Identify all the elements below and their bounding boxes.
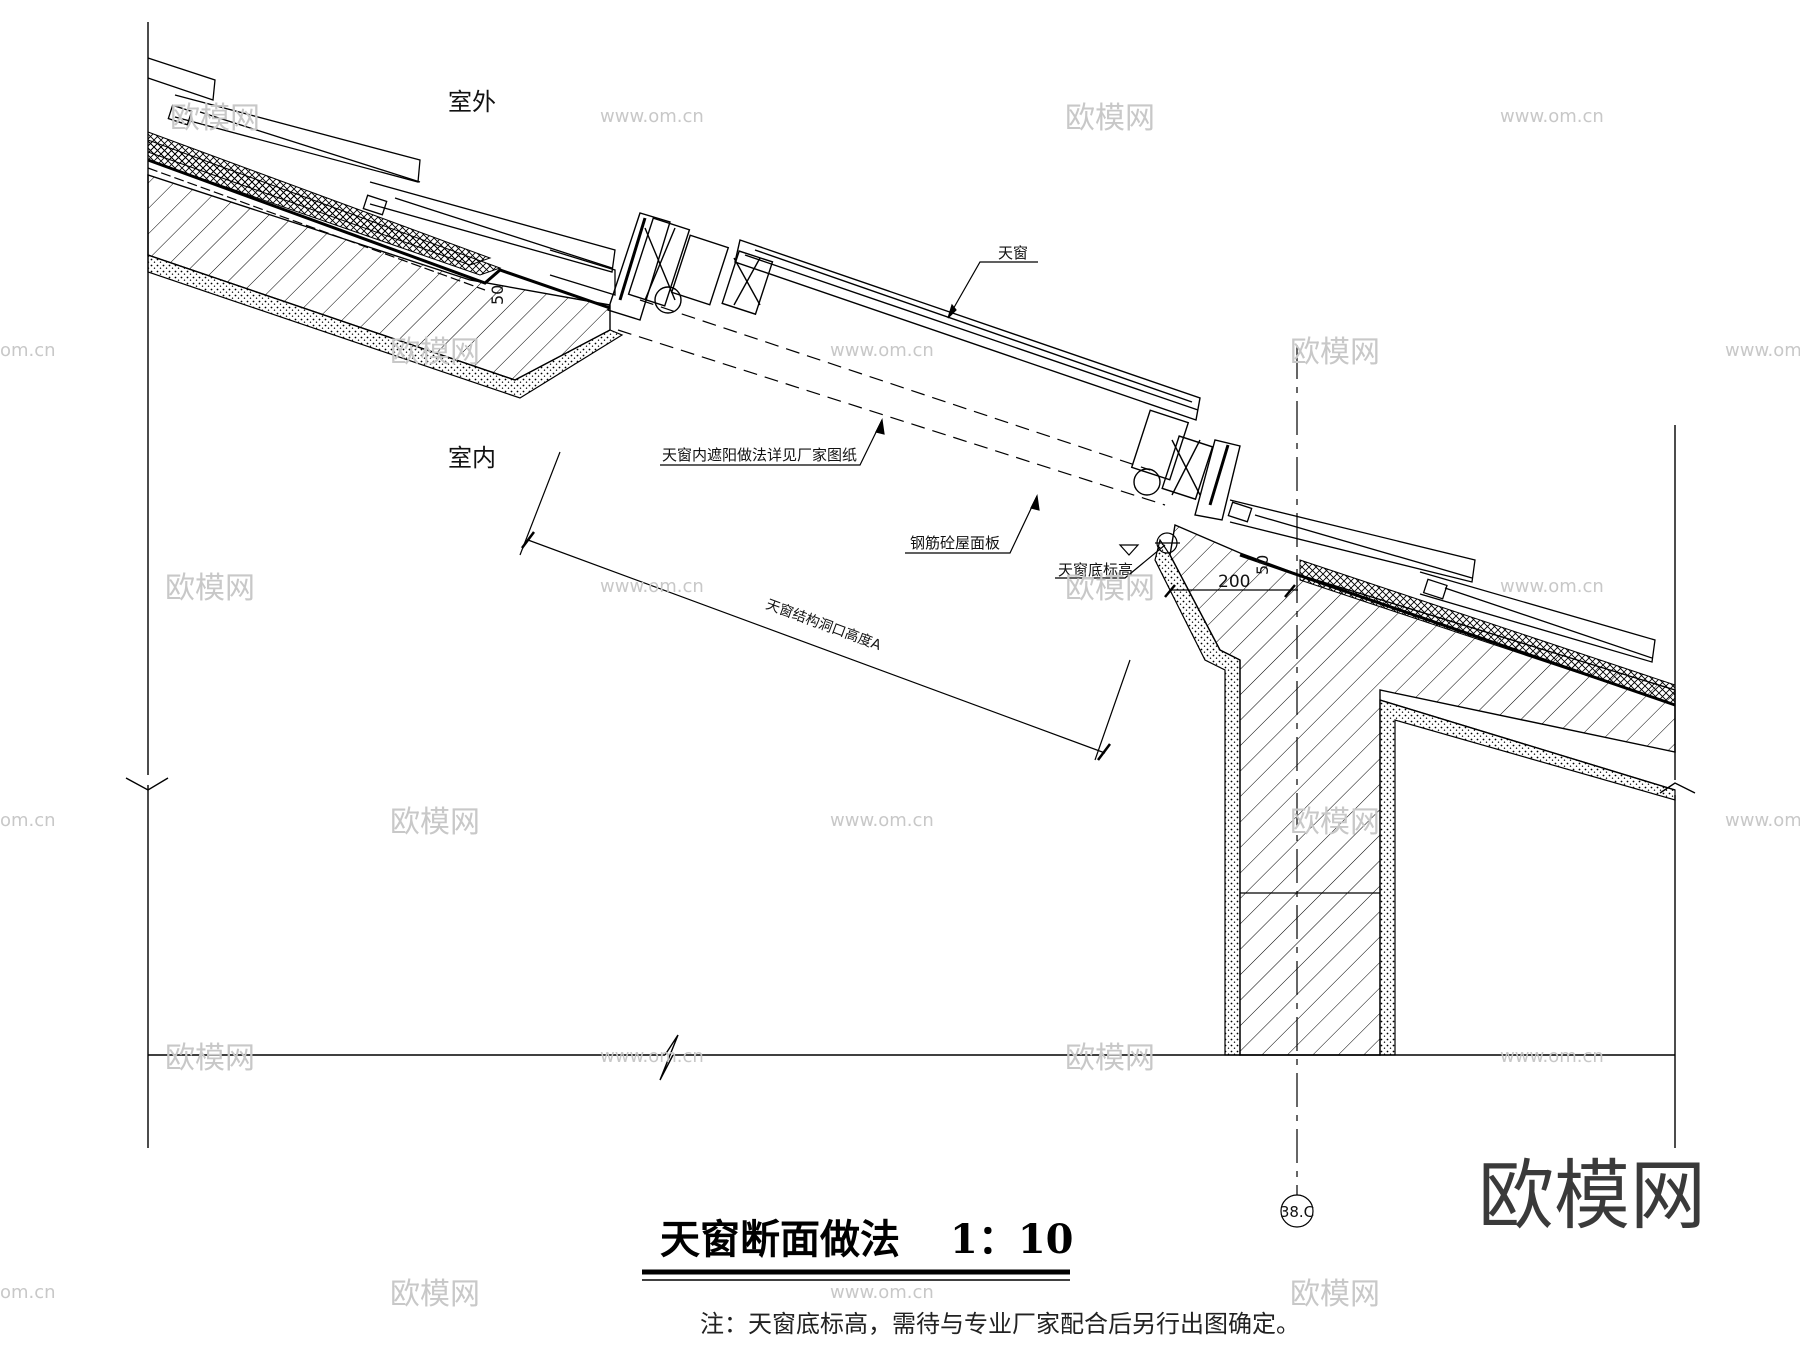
watermark-url: www.om.cn [830, 1282, 934, 1303]
dashed-slab-lines [617, 299, 1166, 506]
watermark-partial-url: om.cn [0, 1282, 56, 1303]
watermark-brand-large: 欧模网 [1478, 1151, 1706, 1240]
label-axis-tag: 38.C [1280, 1203, 1314, 1221]
watermark-partial-url: om.cn [0, 340, 56, 361]
watermark-brand: 欧模网 [390, 335, 480, 370]
axis-line [1280, 345, 1314, 1228]
opening-dimension [519, 451, 1131, 761]
label-skylight: 天窗 [998, 244, 1028, 262]
label-dim-50-left: 50 [488, 285, 507, 305]
watermark-url: www.om.cn [830, 340, 934, 361]
watermark-partial-url: om.cn [0, 810, 56, 831]
watermark-brand: 欧模网 [390, 805, 480, 840]
watermark-brand: 欧模网 [390, 1277, 480, 1312]
watermark-brand: 欧模网 [165, 571, 255, 606]
watermark-brand: 欧模网 [170, 101, 260, 136]
drawing-note: 注：天窗底标高，需待与专业厂家配合后另行出图确定。 [700, 1310, 1300, 1338]
watermark-url: www.om.cn [600, 106, 704, 127]
watermark-url: www.om.cn [1725, 810, 1800, 831]
title-block: 天窗断面做法 1：10 注：天窗底标高，需待与专业厂家配合后另行出图确定。 [642, 1216, 1300, 1338]
label-skylight-bottom-elevation: 天窗底标高 [1058, 561, 1133, 579]
right-roof-section [1154, 499, 1676, 1056]
left-roof-section [147, 57, 624, 399]
label-outdoor: 室外 [448, 88, 496, 116]
label-dim-200: 200 [1218, 572, 1250, 592]
watermark-brand: 欧模网 [165, 1041, 255, 1076]
frame-lines [125, 22, 1696, 1148]
watermark-url: www.om.cn [830, 810, 934, 831]
label-indoor: 室内 [448, 444, 496, 472]
watermark-brand: 欧模网 [1065, 1041, 1155, 1076]
watermark-brand: 欧模网 [1290, 335, 1380, 370]
label-dim-50-right: 50 [1253, 555, 1272, 575]
watermark-url: www.om.cn [1500, 576, 1604, 597]
watermark-url: www.om.cn [1725, 340, 1800, 361]
watermark-url: www.om.cn [1500, 106, 1604, 127]
watermarks: 欧模网 www.om.cn 欧模网 www.om.cn om.cn 欧模网 ww… [0, 101, 1800, 1312]
drawing-scale: 1：10 [950, 1216, 1074, 1263]
watermark-url: www.om.cn [600, 576, 704, 597]
watermark-brand: 欧模网 [1065, 101, 1155, 136]
watermark-brand: 欧模网 [1065, 571, 1155, 606]
watermark-url: www.om.cn [1500, 1046, 1604, 1067]
drawing-title: 天窗断面做法 [660, 1216, 900, 1263]
watermark-brand: 欧模网 [1290, 805, 1380, 840]
label-rc-roof-slab: 钢筋砼屋面板 [910, 534, 1000, 552]
leader-lines [660, 261, 1298, 598]
watermark-brand: 欧模网 [1290, 1277, 1380, 1312]
watermark-url: www.om.cn [600, 1046, 704, 1067]
skylight-assembly [607, 212, 1241, 521]
label-opening-height: 天窗结构洞口高度A [764, 596, 884, 654]
label-sunshade-note: 天窗内遮阳做法详见厂家图纸 [662, 446, 857, 464]
